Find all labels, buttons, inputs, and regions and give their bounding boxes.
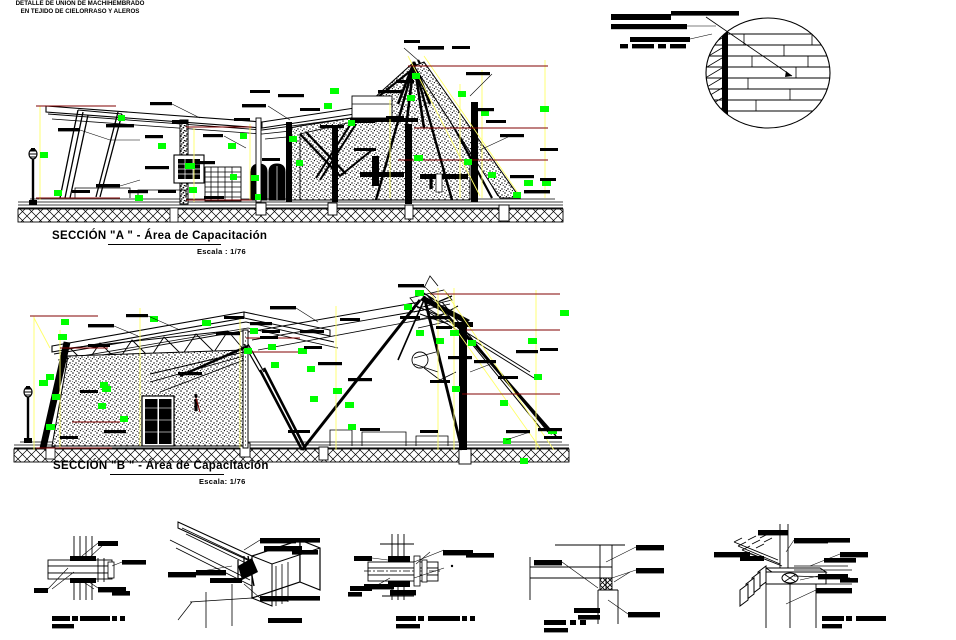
section-b-scale: Escala: 1/76 xyxy=(199,477,246,486)
section-a-title-underline xyxy=(108,244,221,245)
section-b-title: SECCIÓN "B " - Área de Capacitación xyxy=(53,460,269,472)
section-a-title: SECCIÓN "A " - Área de Capacitación xyxy=(52,230,268,242)
section-b-title-underline xyxy=(110,474,224,475)
detail-cross-plate xyxy=(364,534,445,600)
detail-beam-column xyxy=(47,536,115,600)
section-a-scale: Escala : 1/76 xyxy=(197,247,246,256)
machihembrado-detail-title: DETALLE DE UNION DE MACHIHEMBRADO EN TEJ… xyxy=(15,0,145,15)
detail-machihembrado-ellipse xyxy=(705,16,831,129)
machihembrado-note-bars xyxy=(611,11,739,49)
